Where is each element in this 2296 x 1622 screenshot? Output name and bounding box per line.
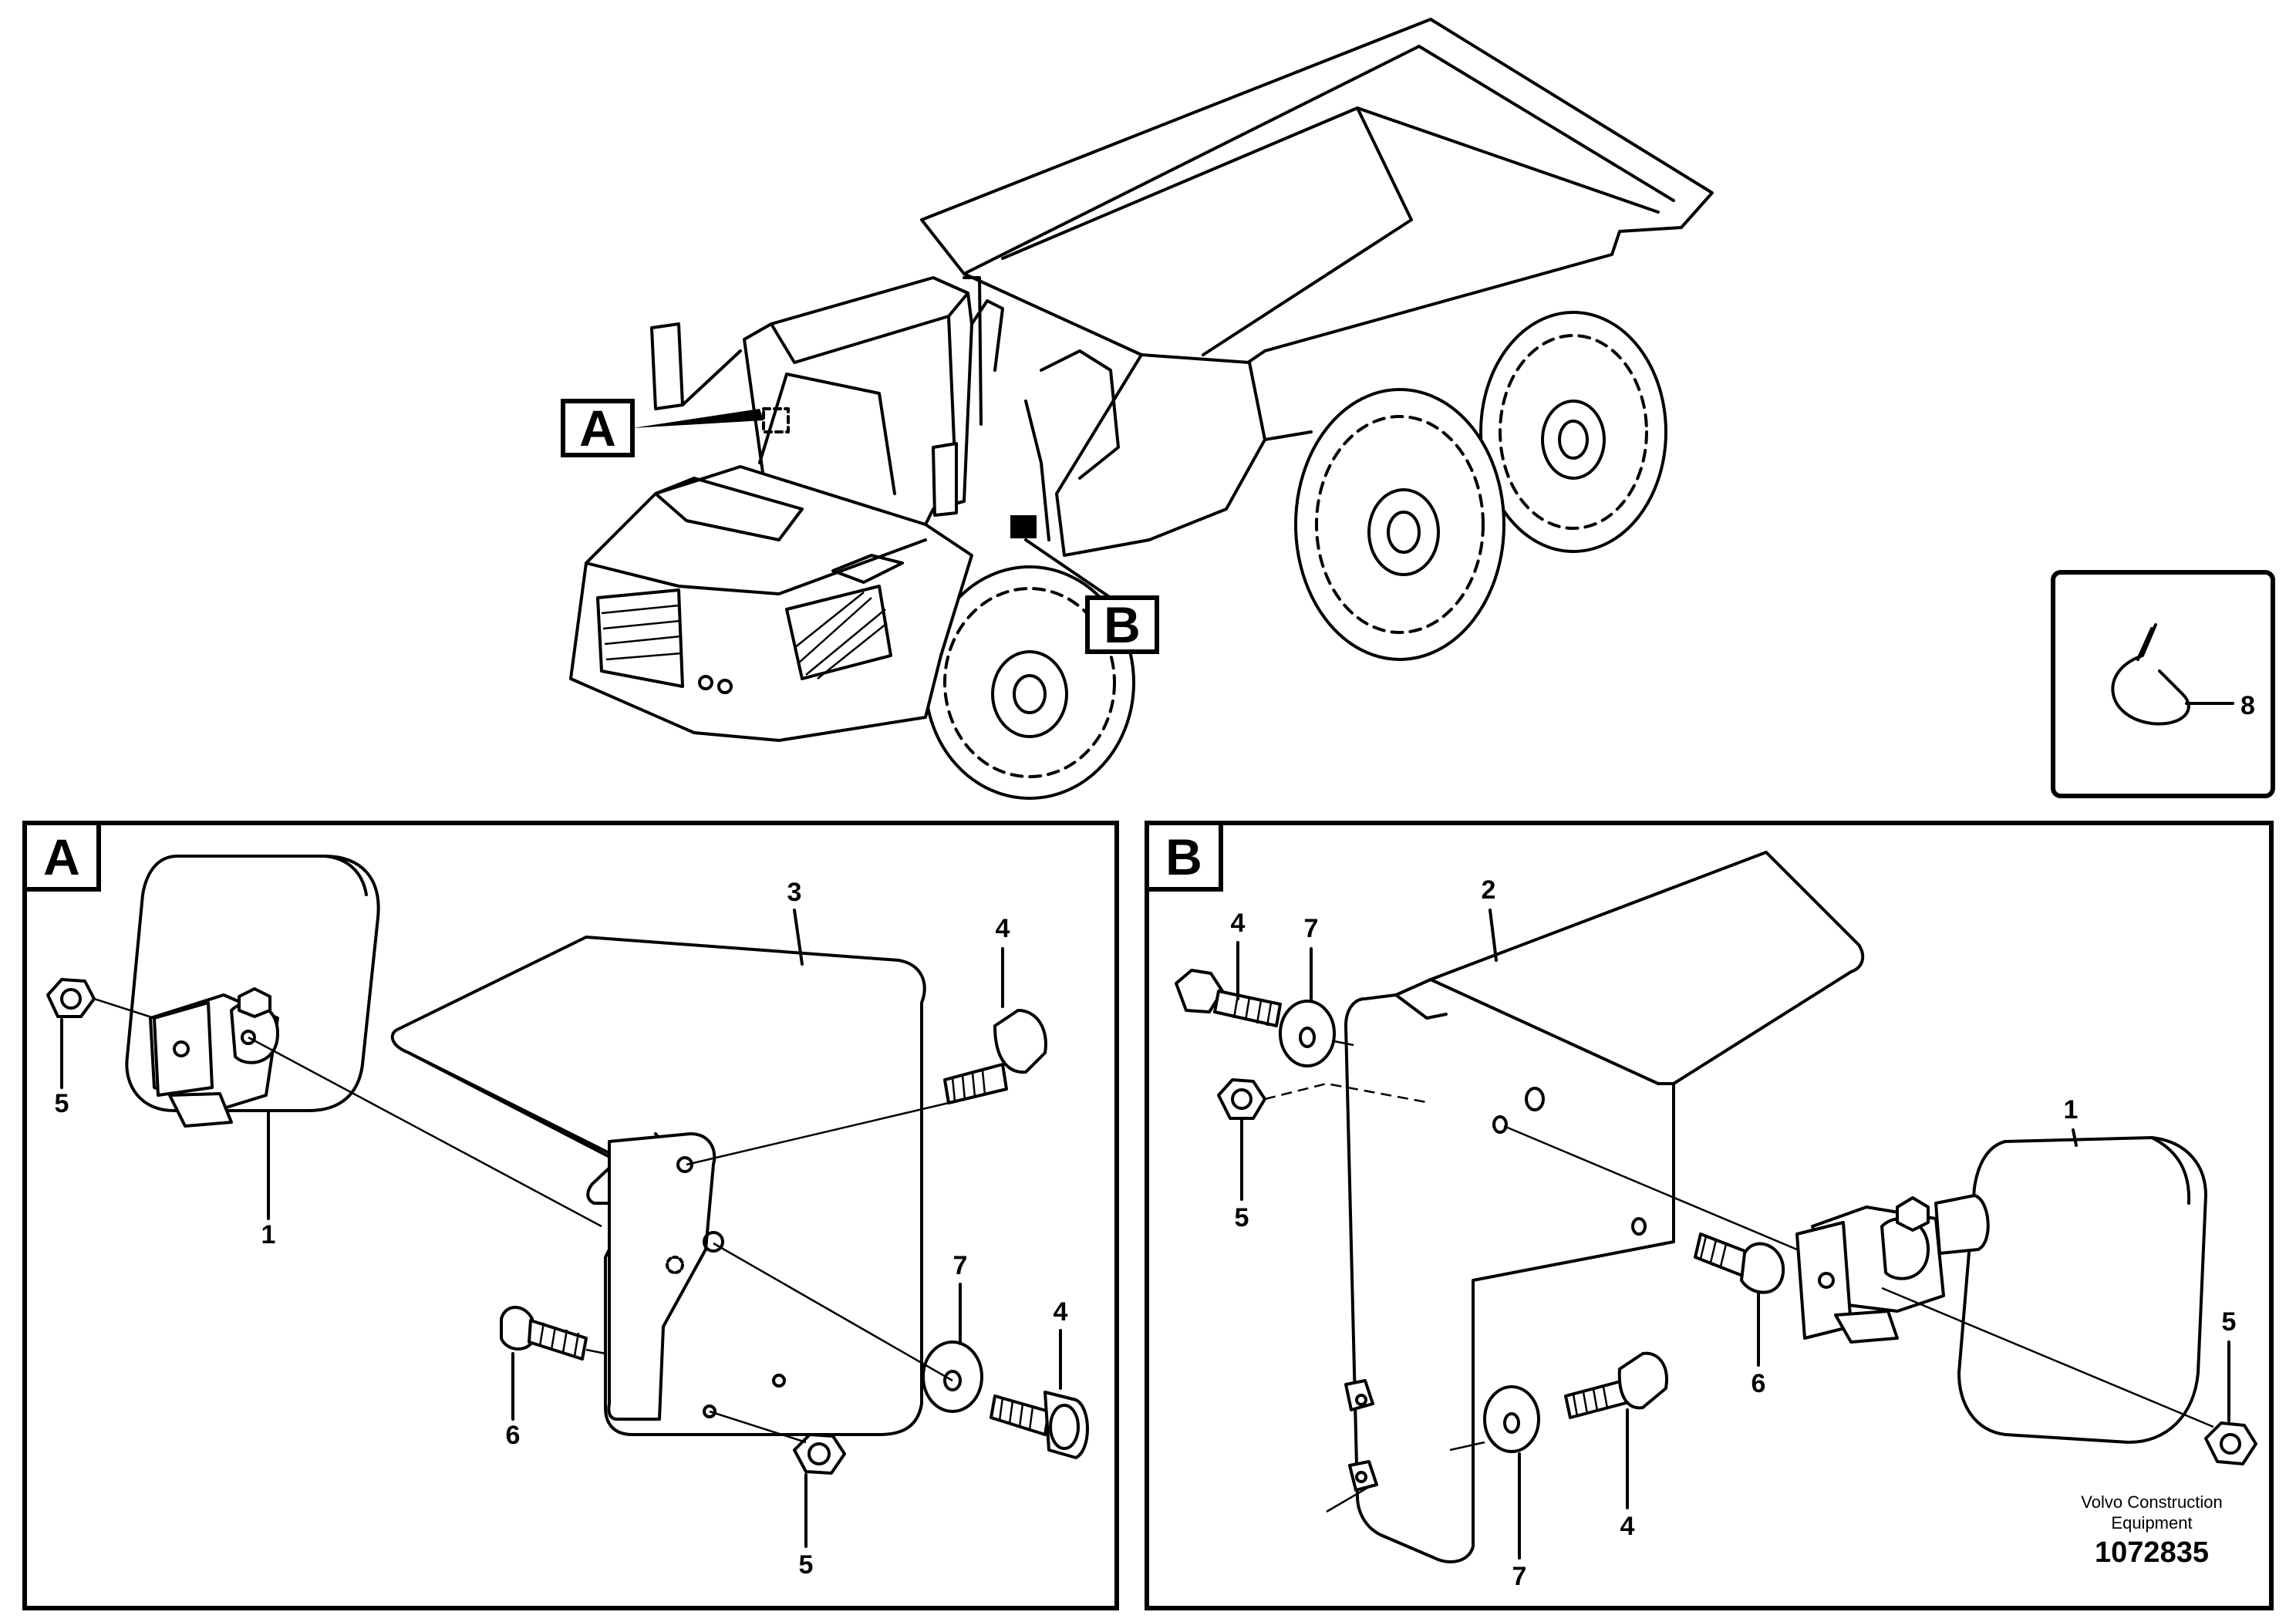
panel-b-washer-bottom bbox=[1483, 1385, 1540, 1453]
panel-a-label-5-left: 5 bbox=[55, 1089, 69, 1118]
footer-reference: Volvo Construction Equipment 1072835 bbox=[2081, 1492, 2222, 1569]
lamp-b-location bbox=[1010, 515, 1037, 538]
panel-b-label-7-top: 7 bbox=[1304, 914, 1319, 943]
panel-b-label-6: 6 bbox=[1752, 1369, 1766, 1398]
panel-a-label-3: 3 bbox=[787, 878, 802, 907]
panel-b-label-5-left: 5 bbox=[1235, 1203, 1249, 1233]
callout-a-label: A bbox=[579, 400, 616, 457]
panel-b-screw bbox=[1694, 1233, 1785, 1294]
panel-a-bolt-top bbox=[943, 1009, 1047, 1104]
panel-a-tag-box bbox=[22, 821, 101, 892]
lamp-a-location bbox=[762, 407, 790, 433]
panel-b-bolt bbox=[1175, 969, 1282, 1027]
panel-b-bracket bbox=[1344, 851, 1865, 1563]
left-mirror bbox=[650, 322, 684, 410]
panel-b: B 2 4 7 bbox=[1145, 821, 2274, 1610]
panel-a-label-7: 7 bbox=[953, 1251, 968, 1280]
tie-label: 8 bbox=[2240, 691, 2255, 720]
panel-a-label-4-right: 4 bbox=[1054, 1297, 1068, 1327]
panel-a-washer bbox=[922, 1340, 983, 1413]
panel-a-label-1: 1 bbox=[261, 1220, 276, 1249]
panel-b-nut-right bbox=[2204, 1421, 2257, 1465]
panel-b-lamp bbox=[1795, 1136, 2207, 1444]
panel-a-bracket bbox=[390, 936, 926, 1436]
panel-b-label-4-top: 4 bbox=[1231, 909, 1246, 938]
panel-b-label-2: 2 bbox=[1482, 875, 1496, 905]
reference-number: 1072835 bbox=[2095, 1536, 2209, 1569]
inset-frame bbox=[2051, 570, 2275, 798]
panel-a-label-6: 6 bbox=[506, 1421, 521, 1450]
panel-b-washer-top bbox=[1279, 1000, 1336, 1067]
brand-line-2: Equipment bbox=[2111, 1513, 2192, 1533]
panel-a-label-4-top: 4 bbox=[996, 914, 1010, 943]
panel-b-label-5-right: 5 bbox=[2222, 1307, 2237, 1337]
panel-b-bolt-bottom bbox=[1564, 1351, 1668, 1419]
rear-wheel-outer bbox=[1479, 311, 1667, 553]
panel-a-nut-bottom bbox=[793, 1433, 846, 1475]
panel-b-label-1: 1 bbox=[2064, 1095, 2079, 1125]
brand-line-1: Volvo Construction bbox=[2081, 1492, 2222, 1512]
rear-wheel-inner bbox=[1294, 388, 1505, 661]
panel-b-tag-box bbox=[1145, 821, 1223, 892]
panel-b-tag: B bbox=[1165, 828, 1202, 885]
panel-a-bolt-right bbox=[990, 1391, 1089, 1459]
truck-illustration: A B bbox=[561, 18, 1714, 800]
panel-b-label-4-bottom: 4 bbox=[1620, 1512, 1635, 1541]
callout-b-label: B bbox=[1104, 596, 1141, 653]
panel-a-screw bbox=[500, 1306, 588, 1361]
callout-b-box bbox=[1085, 595, 1159, 654]
inset-cable-tie: 8 bbox=[2051, 570, 2275, 798]
panel-b-label-7-bottom: 7 bbox=[1512, 1562, 1527, 1591]
panel-a: A 5 1 bbox=[22, 821, 1119, 1610]
right-mirror bbox=[932, 442, 958, 517]
panel-a-tag: A bbox=[43, 828, 80, 885]
panel-a-lamp bbox=[125, 855, 380, 1128]
panel-a-label-5-bottom: 5 bbox=[799, 1550, 814, 1580]
